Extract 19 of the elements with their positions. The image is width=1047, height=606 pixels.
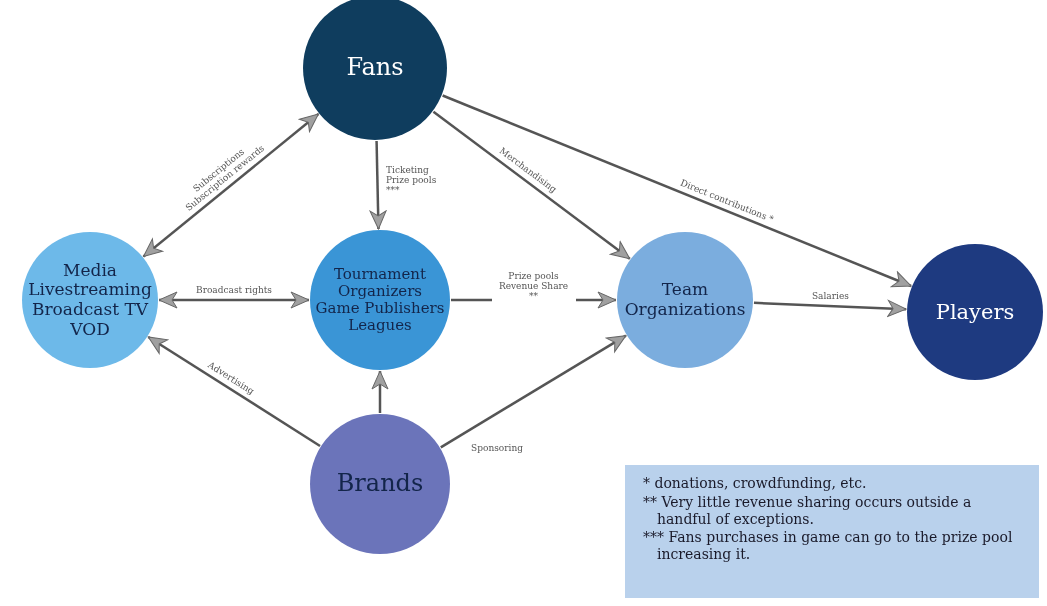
arrow xyxy=(432,110,631,260)
footnote-text: * donations, crowdfunding, etc. xyxy=(642,475,868,492)
node-label: Brands xyxy=(335,470,425,498)
arrow xyxy=(440,334,627,449)
footnote-text: ** Very little revenue sharing occurs outside a handful of exceptions. xyxy=(642,493,973,528)
arrow xyxy=(753,299,907,317)
node-label: Fans xyxy=(345,54,405,82)
footnote-text: *** Fans purchases in game can go to the prize pool increasing it. xyxy=(642,529,1014,563)
node-label: Players xyxy=(934,299,1016,325)
arrow xyxy=(142,113,320,258)
edge-label: Prize pools Revenue Share ** xyxy=(491,270,576,302)
node-label: Media Livestreaming Broadcast TV VOD xyxy=(27,260,153,340)
arrow xyxy=(369,140,387,230)
node-label: Tournament Organizers Game Publishers Leagues xyxy=(315,265,445,335)
arrow xyxy=(371,370,389,413)
node-label: Team Organizations xyxy=(623,280,747,320)
arrow xyxy=(147,335,321,447)
arrow xyxy=(158,291,310,309)
arrow xyxy=(442,94,912,288)
